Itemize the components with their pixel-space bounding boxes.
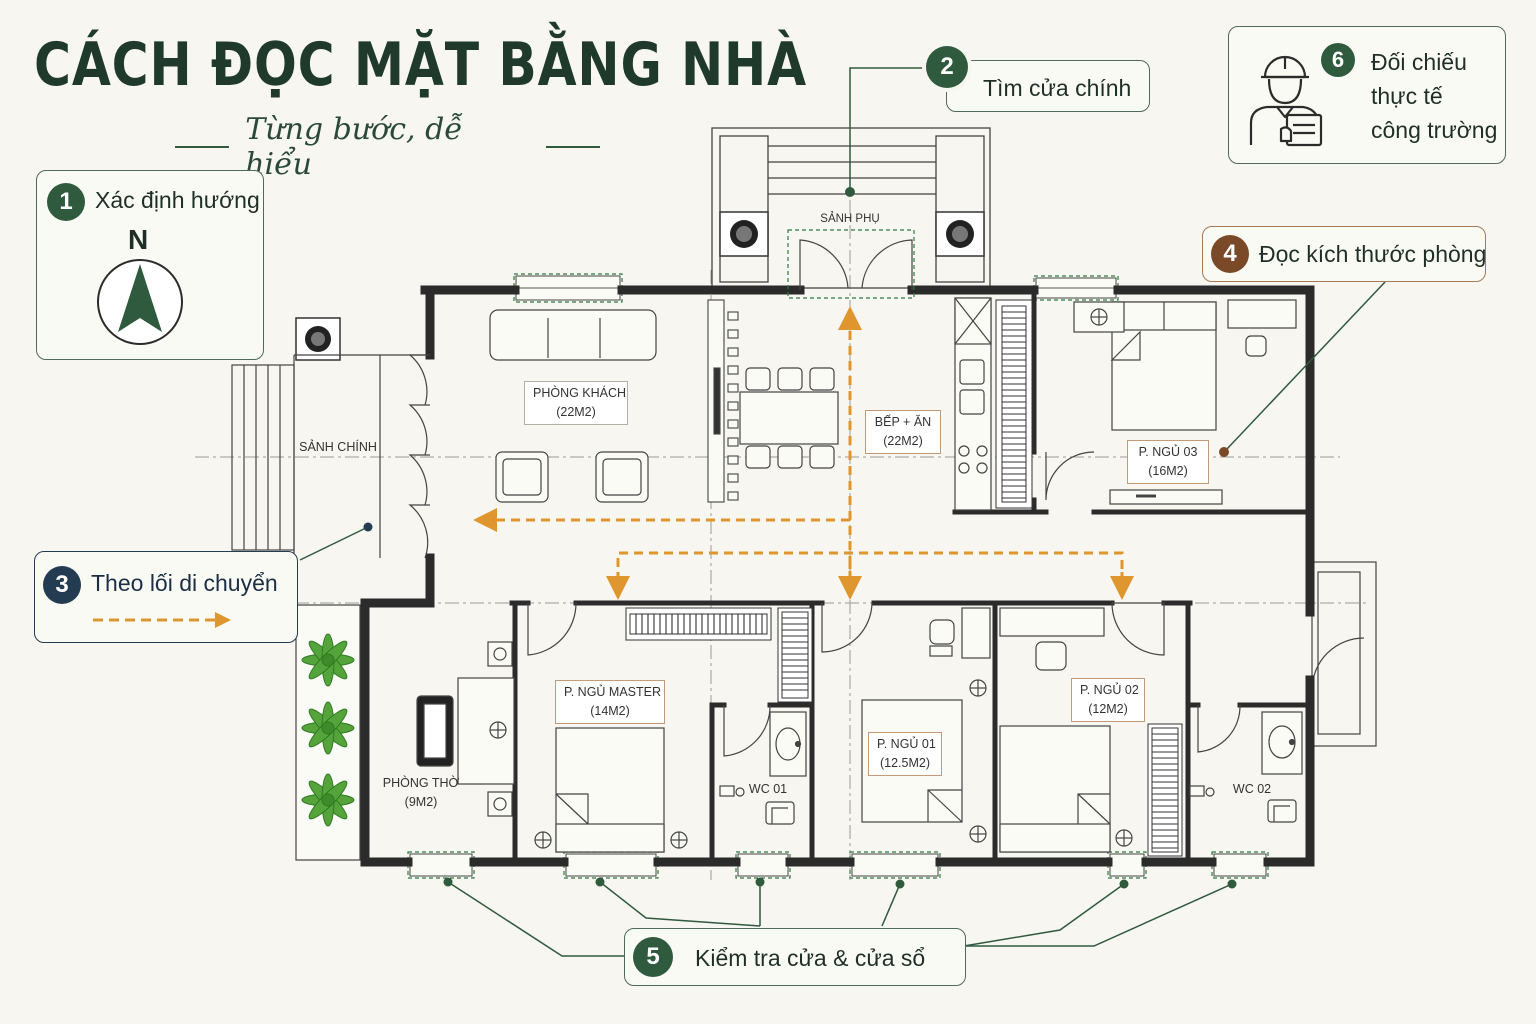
room-label-wc01: WC 01: [748, 782, 788, 796]
circulation-path: [473, 306, 1134, 600]
room-label-ngu-02: P. NGỦ 02 (12M2): [1071, 678, 1145, 722]
engineer-clipboard-icon: [1249, 55, 1323, 147]
north-arrow-icon: [97, 259, 183, 345]
room-area-bep-an: (22M2): [883, 434, 923, 448]
partition-shelf: [707, 299, 739, 503]
dining-table: [739, 367, 839, 469]
room-name-ngu-01: P. NGỦ 01: [877, 737, 936, 751]
step-4-badge: 4: [1211, 235, 1249, 273]
pillar-lamps: [295, 211, 985, 361]
room-label-sanh-phu: SẢNH PHỤ: [820, 213, 880, 225]
living-room-furniture: [489, 309, 657, 503]
page-subtitle: Từng bước, dễ hiểu: [175, 112, 600, 182]
room-label-wc02: WC 02: [1232, 782, 1272, 796]
subtitle-rule-left: [175, 146, 230, 148]
room-label-bep-an: BẾP + ĂN (22M2): [865, 410, 941, 454]
step-6-line-1: Đối chiếu: [1371, 49, 1467, 75]
dashed-arrow-icon: [93, 612, 231, 628]
walls: [360, 285, 1315, 867]
step-6-line-3: công trường: [1371, 117, 1498, 143]
room-label-sanh-chinh: SẢNH CHÍNH: [299, 440, 377, 454]
callout-dots: [363, 187, 1237, 889]
door-highlights: [787, 229, 915, 299]
room-name-master: P. NGỦ MASTER: [564, 685, 662, 699]
room-area-ngu-03: (16M2): [1148, 464, 1188, 478]
doors: [379, 239, 1241, 757]
room-name-ngu-02: P. NGỦ 02: [1080, 683, 1139, 697]
step-1-badge: 1: [47, 183, 85, 221]
subtitle-rule-right: [545, 146, 600, 148]
step-2-card: Tìm cửa chính: [946, 60, 1150, 112]
callout-leaders: [299, 67, 1386, 957]
room-area-master: (14M2): [590, 704, 630, 718]
room-label-ngu-01: P. NGỦ 01 (12.5M2): [868, 732, 942, 776]
bedroom-03-furniture: [1073, 299, 1297, 505]
step-5-label: Kiểm tra cửa & cửa sổ: [695, 945, 926, 971]
bedroom-02-furniture: [999, 607, 1133, 853]
room-label-tho: PHÒNG THỜ (9M2): [383, 774, 459, 812]
palm-plant-icon: [301, 633, 355, 827]
step-2-label: Tìm cửa chính: [983, 75, 1132, 101]
side-entry: [1311, 561, 1377, 747]
bedroom-01-furniture: [861, 607, 991, 843]
step-3-label: Theo lối di chuyển: [91, 570, 278, 596]
step-1-label: Xác định hướng: [95, 187, 260, 213]
wc-02-fixtures: [1189, 711, 1303, 823]
step-3-badge: 3: [43, 566, 81, 604]
step-5-card: 5 Kiểm tra cửa & cửa sổ: [624, 928, 966, 986]
room-name-ngu-03: P. NGỦ 03: [1138, 445, 1198, 459]
room-area-ngu-02: (12M2): [1088, 702, 1128, 716]
room-label-master: P. NGỦ MASTER (14M2): [555, 680, 665, 724]
wardrobe-hatch: [635, 311, 1178, 849]
room-label-ngu-03: P. NGỦ 03 (16M2): [1127, 440, 1209, 484]
page-title: CÁCH ĐỌC MẶT BẰNG NHÀ: [34, 30, 807, 100]
room-name-tho: PHÒNG THỜ: [382, 776, 460, 790]
step-3-card: 3 Theo lối di chuyển: [34, 551, 298, 643]
wc-01-fixtures: [719, 711, 807, 825]
room-area-phong-khach: (22M2): [556, 405, 596, 419]
room-area-tho: (9M2): [404, 795, 438, 809]
step-6-badge: 6: [1321, 43, 1355, 77]
step-6-line-2: thực tế: [1371, 83, 1443, 109]
north-label: N: [128, 224, 149, 255]
step-4-label: Đọc kích thước phòng: [1259, 241, 1487, 267]
room-area-ngu-01: (12.5M2): [879, 756, 931, 770]
room-name-phong-khach: PHÒNG KHÁCH: [533, 386, 627, 400]
room-name-bep-an: BẾP + ĂN: [874, 415, 932, 429]
kitchen-counter: [954, 297, 992, 511]
rear-porch: [711, 127, 991, 289]
step-5-badge: 5: [633, 937, 673, 977]
step-6-card: 6 Đối chiếu thực tế công trường: [1228, 26, 1506, 164]
subtitle-text: Từng bước, dễ hiểu: [245, 112, 463, 182]
room-label-phong-khach: PHÒNG KHÁCH (22M2): [524, 381, 628, 425]
front-steps: [231, 354, 425, 600]
step-4-card: 4 Đọc kích thước phòng: [1202, 226, 1486, 282]
step-2-badge: 2: [926, 46, 968, 88]
prayer-room-furniture: [416, 641, 515, 817]
master-bedroom-furniture: [534, 727, 688, 853]
